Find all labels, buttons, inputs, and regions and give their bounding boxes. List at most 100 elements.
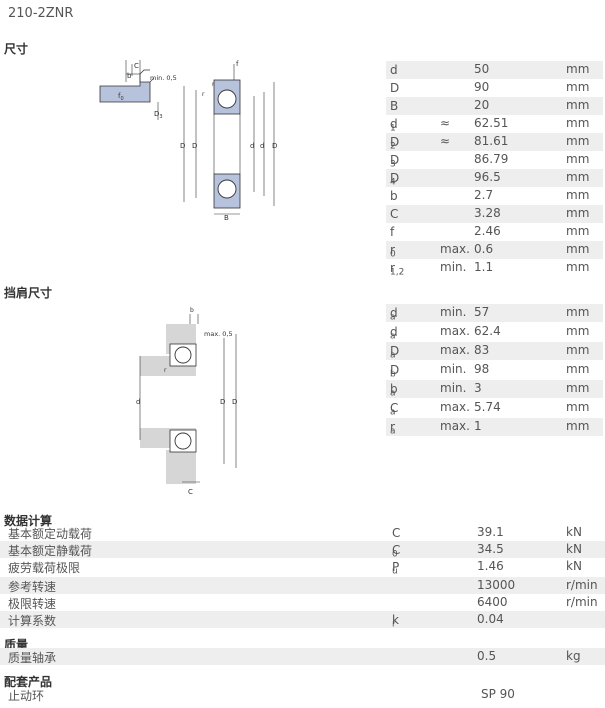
calc-label: 基本额定动载荷 — [8, 527, 93, 541]
calc-value: 0.04 — [477, 612, 504, 626]
qualifier: max. — [440, 242, 470, 256]
calc-label: 基本额定静载荷 — [8, 544, 93, 558]
mass-label: 质量轴承 — [8, 651, 57, 665]
qualifier: ≈ — [440, 116, 451, 130]
value: 50 — [474, 62, 490, 76]
label-D3: D3 — [154, 110, 163, 120]
value: 62.4 — [474, 324, 501, 338]
unit: mm — [566, 324, 590, 338]
calc-label: 疲劳载荷极限 — [8, 561, 81, 575]
unit: mm — [566, 343, 590, 357]
mass-unit: kg — [566, 649, 581, 663]
qualifier: max. — [440, 343, 470, 357]
value: 57 — [474, 305, 490, 319]
qualifier: min. — [440, 362, 467, 376]
label-D: D — [180, 142, 185, 150]
unit: mm — [566, 419, 590, 433]
unit: mm — [566, 242, 590, 256]
label-min-05: min. 0,5 — [150, 74, 177, 82]
value: 3 — [474, 381, 482, 395]
value: 90 — [474, 80, 490, 94]
value: 62.51 — [474, 116, 509, 130]
label-da: d — [136, 398, 140, 406]
unit: mm — [566, 305, 590, 319]
unit: mm — [566, 400, 590, 414]
unit: mm — [566, 170, 590, 184]
value: 20 — [474, 98, 490, 112]
qualifier: min. — [440, 260, 467, 274]
value: 3.28 — [474, 206, 501, 220]
calc-value: 6400 — [477, 595, 508, 609]
value: 1 — [474, 419, 482, 433]
page-title: 210-2ZNR — [8, 6, 74, 21]
value: 1.1 — [474, 260, 494, 274]
label-ra: r — [164, 367, 167, 374]
value: 2.46 — [474, 224, 501, 238]
mass-row: 质量轴承 0.5 kg — [0, 648, 605, 665]
value: 5.74 — [474, 400, 501, 414]
calc-value: 39.1 — [477, 525, 504, 539]
calc-value: 34.5 — [477, 542, 504, 556]
mass-value: 0.5 — [477, 649, 497, 663]
related-row: 止动环 SP 90 — [0, 686, 605, 703]
unit: mm — [566, 381, 590, 395]
label-b: b — [127, 72, 132, 80]
bearing-dimensions-diagram: C b min. 0,5 f0 D3 r r f D D d d D B — [99, 60, 277, 222]
label-ba: b — [190, 307, 194, 314]
label-Db: D — [232, 398, 237, 406]
unit: mm — [566, 152, 590, 166]
unit: mm — [566, 260, 590, 274]
label-Da: D — [220, 398, 225, 406]
qualifier: max. — [440, 400, 470, 414]
value: 2.7 — [474, 188, 494, 202]
label-max-05: max. 0,5 — [204, 330, 233, 338]
value: 96.5 — [474, 170, 501, 184]
abutment-dimensions-diagram: b max. 0,5 r d D D C — [136, 307, 237, 496]
label-r1: r — [202, 91, 205, 98]
calc-row: 极限转速 6400 r/min — [0, 594, 605, 611]
value: 98 — [474, 362, 490, 376]
calc-unit: r/min — [566, 578, 598, 592]
unit: mm — [566, 116, 590, 130]
label-D4: D — [272, 142, 277, 150]
calc-unit: kN — [566, 542, 582, 556]
label-d1: d — [260, 142, 264, 150]
unit: mm — [566, 98, 590, 112]
calc-label: 极限转速 — [8, 597, 57, 611]
calc-unit: r/min — [566, 595, 598, 609]
unit: mm — [566, 80, 590, 94]
unit: mm — [566, 224, 590, 238]
section-calc-heading: 数据计算 — [4, 514, 53, 528]
calc-unit: kN — [566, 525, 582, 539]
related-label: 止动环 — [8, 689, 45, 703]
